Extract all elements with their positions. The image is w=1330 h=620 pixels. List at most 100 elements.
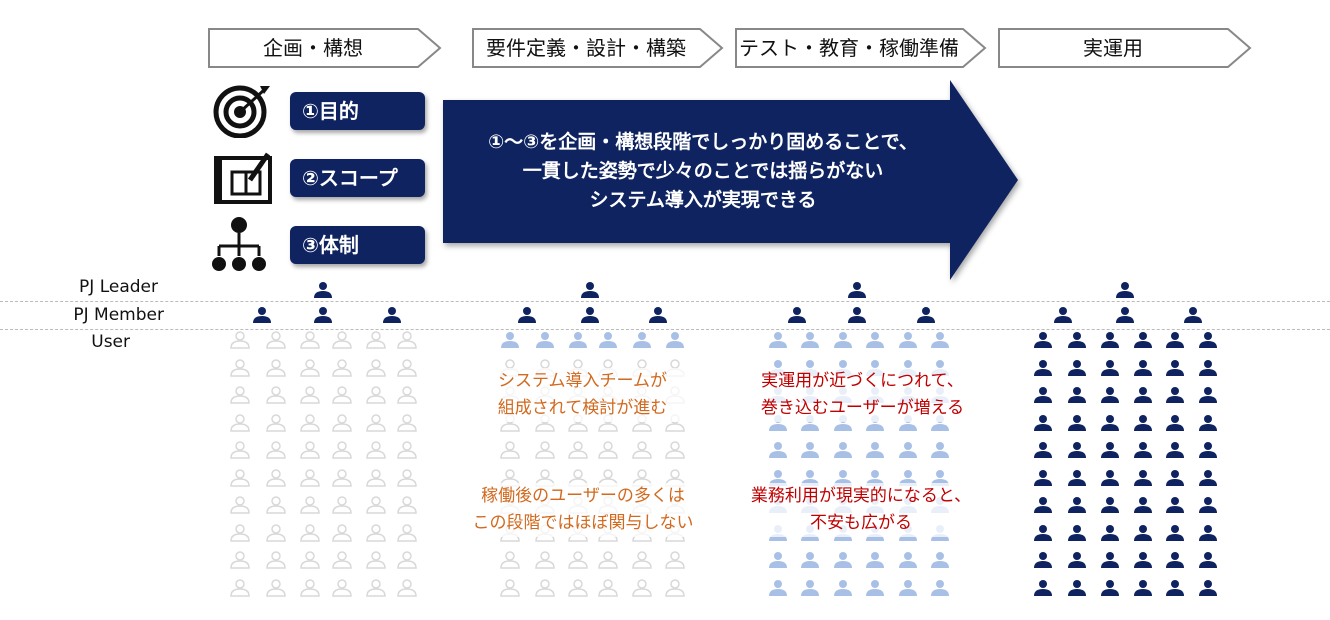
user-icon xyxy=(266,578,286,597)
user-icon xyxy=(801,552,819,568)
user-icon xyxy=(1034,579,1052,596)
member-icon xyxy=(917,307,935,323)
note-line: 巻き込むユーザーが増える xyxy=(760,398,965,418)
user-icon xyxy=(866,552,884,568)
user-icon xyxy=(834,552,852,568)
user-icon xyxy=(1034,524,1052,541)
user-icon xyxy=(300,523,320,542)
user-icon xyxy=(665,578,685,597)
user-icon xyxy=(1199,524,1217,541)
arrow-message-line: ①〜③を企画・構想段階でしっかり固めることで、 xyxy=(488,131,918,153)
leader-icon xyxy=(848,282,866,298)
arrow-message-line: システム導入が実現できる xyxy=(589,189,817,211)
user-icon xyxy=(632,578,652,597)
user-icon xyxy=(1068,359,1086,376)
user-icon xyxy=(1134,387,1152,403)
user-icon xyxy=(1199,469,1217,486)
user-icon xyxy=(899,552,917,568)
user-icon xyxy=(1166,552,1184,568)
user-icon xyxy=(230,441,250,459)
member-icon xyxy=(1054,307,1072,323)
member-icon xyxy=(581,307,599,323)
user-icon xyxy=(665,551,685,569)
user-icon xyxy=(1134,552,1152,568)
user-icon xyxy=(397,441,417,459)
user-icon xyxy=(535,578,555,597)
user-icon xyxy=(230,386,250,404)
arrow-message: ①〜③を企画・構想段階でしっかり固めることで、 一貫した姿勢で少々のことでは揺ら… xyxy=(443,128,963,215)
divider xyxy=(0,301,1330,302)
user-icon xyxy=(568,441,588,459)
note-phase3-anxiety: 業務利用が現実的になると、 不安も広がる xyxy=(732,483,990,537)
user-icon xyxy=(1068,579,1086,596)
user-icon xyxy=(1068,442,1086,458)
user-icon xyxy=(1166,442,1184,458)
note-line: 業務利用が現実的になると、 xyxy=(750,486,972,506)
user-icon xyxy=(1166,469,1184,486)
user-icon xyxy=(332,551,352,569)
chevron-shape xyxy=(735,28,987,68)
note-phase2-team: システム導入チームが 組成されて検討が進む xyxy=(470,368,695,422)
user-icon xyxy=(230,551,250,569)
user-icon xyxy=(1101,359,1119,376)
user-icon xyxy=(598,551,618,569)
role-member: PJ Member xyxy=(73,305,164,325)
arrow-message-line: 一貫した姿勢で少々のことでは揺らがない xyxy=(522,160,884,182)
user-icon xyxy=(1101,579,1119,596)
user-icon xyxy=(632,441,652,459)
user-icon xyxy=(801,579,819,596)
user-icon xyxy=(266,386,286,404)
user-icon xyxy=(598,441,618,459)
user-icon xyxy=(899,442,917,458)
user-icon xyxy=(266,358,286,377)
user-icon xyxy=(397,523,417,542)
user-icon xyxy=(1034,442,1052,458)
user-icon xyxy=(366,358,386,377)
user-icon xyxy=(1101,552,1119,568)
user-icon xyxy=(1034,552,1052,568)
user-icon xyxy=(899,332,917,348)
user-icon xyxy=(230,523,250,542)
user-icon xyxy=(1134,469,1152,486)
user-icon xyxy=(1068,552,1086,568)
user-icon xyxy=(1199,332,1217,348)
user-icon xyxy=(536,332,554,348)
pillar-structure: ③体制 xyxy=(290,226,425,264)
user-icon xyxy=(665,441,685,459)
member-icon xyxy=(383,307,401,323)
user-icon xyxy=(300,386,320,404)
user-icon xyxy=(332,523,352,542)
note-line: 不安も広がる xyxy=(810,513,912,533)
user-icon xyxy=(366,441,386,459)
leader-icon xyxy=(1116,282,1134,298)
user-icon xyxy=(1034,469,1052,486)
note-phase3-involve: 実運用が近づくにつれて、 巻き込むユーザーが増える xyxy=(740,368,985,422)
target-icon xyxy=(213,85,270,138)
note-line: 組成されて検討が進む xyxy=(497,398,668,418)
note-line: 実運用が近づくにつれて、 xyxy=(761,371,964,391)
phase-planning: 企画・構想 xyxy=(208,28,442,68)
user-icon xyxy=(1199,579,1217,596)
user-icon xyxy=(598,578,618,597)
user-icon xyxy=(769,442,787,458)
user-icon xyxy=(366,496,386,514)
user-icon xyxy=(366,468,386,487)
user-icon xyxy=(500,551,520,569)
user-icon xyxy=(397,578,417,597)
user-icon xyxy=(801,442,819,458)
blueprint-icon xyxy=(214,152,272,204)
user-icon xyxy=(834,579,852,596)
user-icon xyxy=(1034,387,1052,403)
user-icon xyxy=(300,331,320,349)
chevron-shape xyxy=(472,28,724,68)
user-icon xyxy=(230,468,250,487)
user-icon xyxy=(769,579,787,596)
user-icon xyxy=(1068,497,1086,513)
user-icon xyxy=(834,442,852,458)
user-icon xyxy=(332,468,352,487)
user-icon xyxy=(1166,524,1184,541)
user-icon xyxy=(230,358,250,377)
user-icon xyxy=(332,358,352,377)
user-icon xyxy=(1166,332,1184,348)
user-icon xyxy=(230,413,250,432)
